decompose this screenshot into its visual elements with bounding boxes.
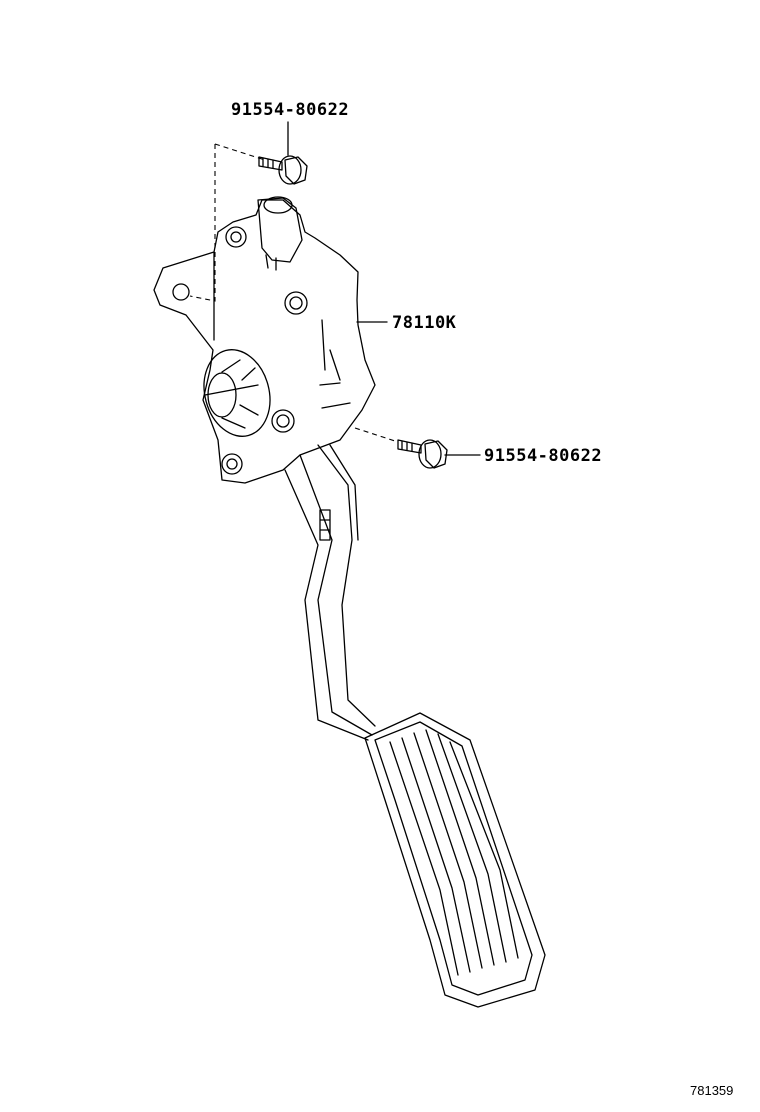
pedal-pad [364,712,546,1008]
bolt-top-icon [258,155,308,185]
callout-bolt-right: 91554-80622 [484,446,603,466]
callout-bolt-top: 91554-80622 [231,100,350,120]
bolt-right-icon [397,439,448,469]
bolt-right-alignment-dash [354,427,399,443]
callout-pedal-assembly: 78110K [392,313,457,333]
pedal-housing [153,196,376,484]
bolt-top-alignment-dash [189,143,266,302]
pedal-arm [284,444,376,741]
diagram-reference-code: 781359 [690,1083,734,1098]
